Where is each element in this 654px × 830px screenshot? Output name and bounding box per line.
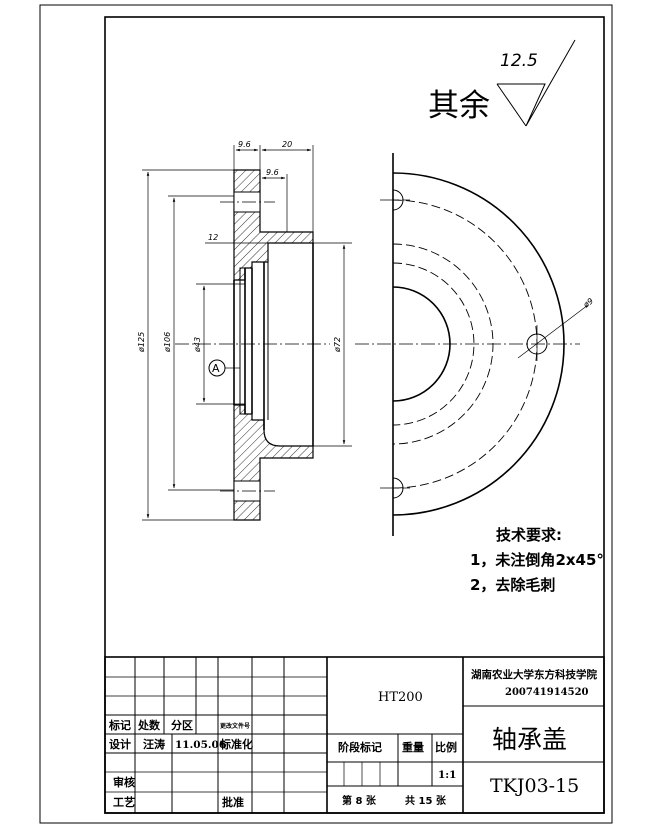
- dim-d9: ø9: [581, 296, 595, 310]
- label-process: 工艺: [113, 795, 135, 809]
- label-standardize: 标准化: [219, 737, 253, 751]
- dim-12: 12: [208, 233, 218, 242]
- datum-label: A: [212, 362, 220, 375]
- dim-d106: ø106: [163, 332, 172, 353]
- roughness-value: 12.5: [500, 51, 538, 71]
- label-mark: 标记: [108, 718, 131, 732]
- sheet-number: 第 8 张: [342, 794, 377, 807]
- label-design: 设计: [109, 737, 131, 751]
- school-name: 湖南农业大学东方科技学院: [471, 668, 597, 681]
- technical-notes: 技术要求: 1，未注倒角2x45° 2，去除毛刺: [470, 526, 604, 594]
- flange-section-bottom: [233, 404, 314, 521]
- front-view: ø9: [355, 153, 595, 536]
- label-change-doc: 更改文件号: [220, 722, 250, 730]
- label-weight: 重量: [402, 740, 424, 754]
- dim-d125: ø125: [137, 332, 146, 353]
- student-id: 200741914520: [505, 687, 589, 698]
- label-zone: 分区: [171, 718, 193, 732]
- part-name: 轴承盖: [492, 725, 567, 754]
- dim-d72: ø72: [333, 337, 342, 353]
- label-stage-mark: 阶段标记: [338, 740, 382, 754]
- roughness-label: 其余: [428, 88, 490, 124]
- sheet-total: 共 15 张: [405, 794, 447, 807]
- scale-value: 1:1: [438, 769, 457, 781]
- notes-title: 技术要求:: [496, 526, 562, 544]
- section-view: ø125 ø106 ø43 A ø72 9.6 20 9.6: [137, 140, 352, 521]
- dim-d43: ø43: [193, 337, 202, 353]
- seal-groove: [239, 267, 253, 415]
- note-item-1: 1，未注倒角2x45°: [470, 551, 604, 569]
- outer-frame: [39, 4, 613, 824]
- dim-9-6-inner: 9.6: [266, 168, 279, 177]
- roughness-symbol: 其余 12.5: [428, 39, 576, 127]
- design-date: 11.05.06: [175, 739, 226, 751]
- label-count: 处数: [137, 718, 161, 732]
- dim-20: 20: [282, 140, 292, 149]
- dim-9-6-top: 9.6: [238, 140, 251, 149]
- label-review: 审核: [113, 775, 135, 789]
- label-approve: 批准: [222, 795, 244, 809]
- label-ratio: 比例: [435, 740, 457, 754]
- drawing-number: TKJ03-15: [490, 775, 579, 797]
- hidden-arc-2: [392, 262, 475, 426]
- note-item-2: 2，去除毛刺: [470, 576, 555, 594]
- material: HT200: [378, 690, 423, 705]
- title-block: 标记 处数 分区 更改文件号 设计 汪涛 11.05.06 标准化 审核 工艺 …: [104, 656, 605, 814]
- designer-name: 汪涛: [143, 737, 165, 751]
- flange-section-top: [233, 169, 314, 281]
- roughness-triangle-icon: [497, 39, 576, 127]
